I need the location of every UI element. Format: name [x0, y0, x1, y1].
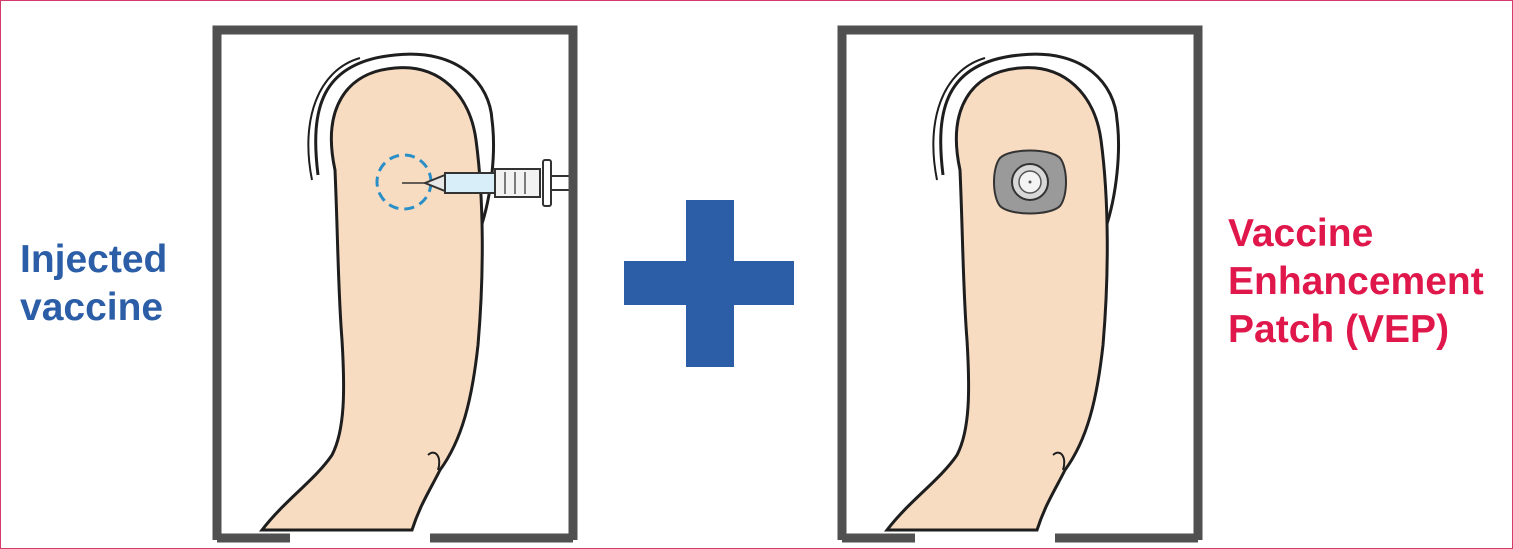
left-arm-panel: [217, 30, 573, 540]
right-arm-panel: [842, 30, 1198, 540]
arm-skin: [887, 68, 1107, 530]
patch-icon: [994, 151, 1066, 214]
plus-icon: [624, 200, 794, 367]
arm-skin: [262, 68, 482, 530]
